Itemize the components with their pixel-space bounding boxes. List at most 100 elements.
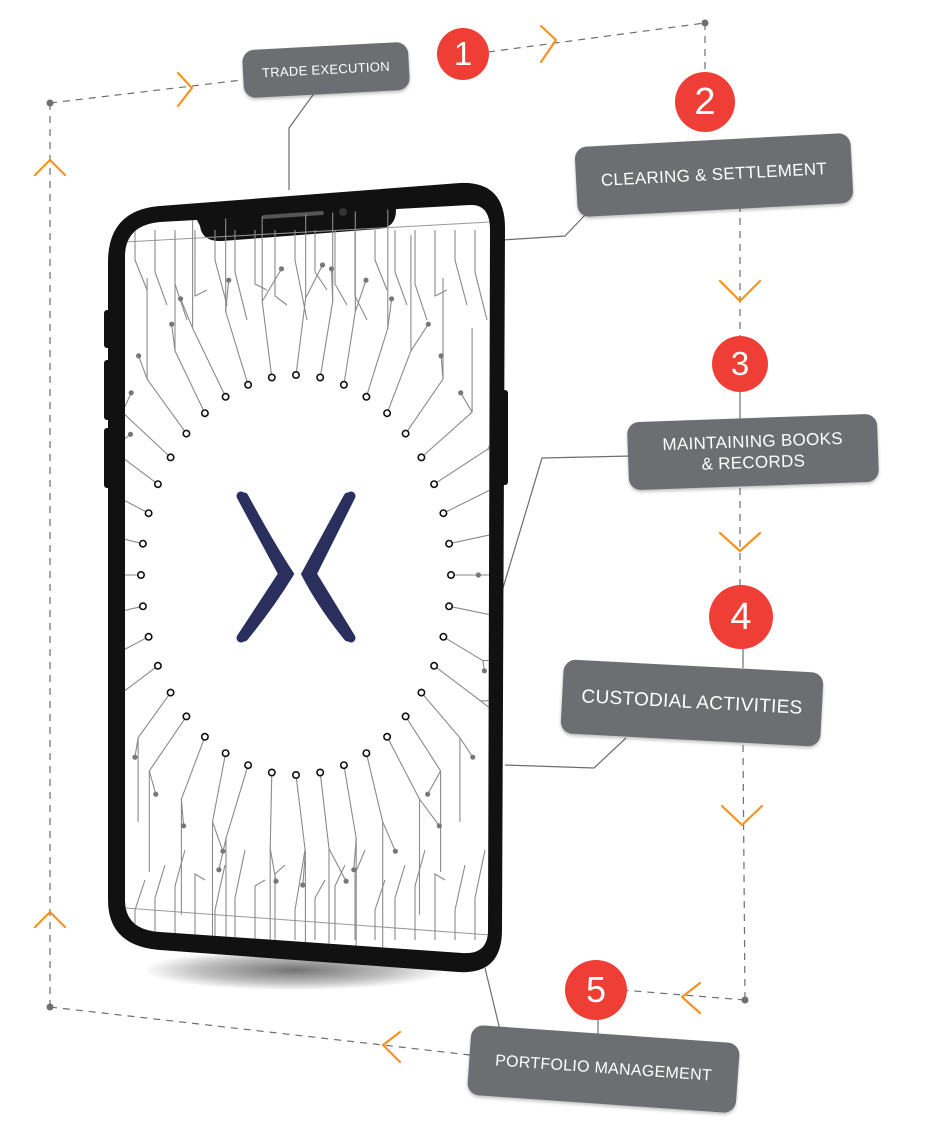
- circuit-trace: [225, 280, 230, 312]
- circuit-trace: [448, 531, 490, 545]
- circuit-dot: [351, 867, 357, 873]
- circuit-node: [166, 688, 175, 697]
- circuit-node: [182, 712, 191, 721]
- circuit-node: [221, 749, 230, 758]
- circuit-trace: [454, 230, 468, 306]
- flow-line-bottom-left: [49, 1006, 471, 1056]
- step-badge-4: 4: [709, 585, 773, 649]
- circuit-node: [138, 602, 147, 611]
- circuit-trace: [294, 230, 308, 321]
- clearing-settlement-label: CLEARING & SETTLEMENT: [574, 132, 854, 218]
- circuit-node: [291, 770, 300, 779]
- circuit-trace: [374, 879, 386, 940]
- circuit-dot: [436, 823, 442, 829]
- circuit-node: [200, 732, 209, 741]
- circuit-trace: [414, 849, 426, 940]
- circuit-trace: [261, 268, 282, 302]
- circuit-trace: [138, 355, 148, 380]
- circuit-dot: [392, 848, 398, 854]
- circuit-trace: [234, 849, 246, 940]
- circuit-trace: [125, 665, 159, 702]
- circuit-dot: [319, 262, 326, 268]
- circuit-node: [316, 768, 325, 777]
- circuit-dot: [86, 621, 91, 626]
- circuit-dot: [458, 390, 464, 396]
- circuit-trace: [180, 799, 185, 826]
- circuit-dot: [425, 321, 431, 327]
- x-logo-icon: [236, 491, 356, 643]
- circuit-trace: [302, 851, 306, 886]
- circuit-node: [362, 749, 371, 758]
- circuit-trace: [454, 864, 466, 940]
- circuit-node: [417, 688, 426, 697]
- circuit-node: [166, 453, 175, 462]
- circuit-trace: [134, 230, 148, 291]
- circuit-trace: [96, 661, 103, 671]
- circuit-node: [267, 373, 276, 382]
- circuit-dot: [475, 572, 481, 578]
- step-badge-5: 5: [565, 960, 627, 1020]
- circuit-trace: [125, 433, 131, 450]
- circuit-trace: [414, 230, 428, 321]
- chevron-arrow-icon: [33, 158, 67, 177]
- circuit-trace: [334, 230, 348, 306]
- circuit-node: [267, 768, 276, 777]
- circuit-trace: [125, 636, 149, 662]
- circuit-trace: [434, 230, 448, 297]
- circuit-node: [244, 761, 253, 770]
- circuit-trace: [354, 280, 367, 312]
- circuit-trace: [419, 798, 440, 827]
- chevron-arrow-icon: [539, 24, 558, 64]
- circuit-trace: [394, 230, 408, 306]
- circuit-trace: [434, 873, 446, 940]
- circuit-trace: [154, 864, 166, 940]
- circuit-dot: [343, 878, 349, 884]
- circuit-trace: [374, 230, 388, 291]
- step-badge-1: 1: [437, 28, 489, 80]
- circuit-trace: [80, 527, 94, 532]
- circuit-trace: [125, 328, 171, 458]
- leader-portfolio: [484, 967, 501, 1031]
- circuit-trace: [274, 864, 286, 940]
- circuit-dot: [98, 477, 103, 482]
- circuit-trace: [214, 230, 228, 306]
- circuit-trace: [218, 838, 227, 870]
- chevron-arrow-icon: [680, 981, 702, 1015]
- circuit-trace: [394, 864, 406, 940]
- circuit-trace: [410, 323, 429, 352]
- circuit-dot: [181, 823, 187, 829]
- circuit-dot: [178, 296, 184, 302]
- circuit-node: [144, 509, 153, 518]
- circuit-node: [430, 661, 439, 670]
- step-badge-2: 2: [675, 72, 735, 132]
- circuit-node: [383, 409, 392, 418]
- circuit-trace: [474, 849, 486, 940]
- leader-clearing: [501, 214, 586, 241]
- circuit-node: [316, 373, 325, 382]
- circuit-trace: [314, 230, 328, 291]
- circuit-node: [383, 732, 392, 741]
- circuit-trace: [214, 864, 226, 940]
- circuit-node: [153, 480, 162, 489]
- books-records-label: MAINTAINING BOOKS & RECORDS: [626, 413, 880, 491]
- circuit-dot: [470, 754, 476, 760]
- flow-line-top-left: [49, 79, 243, 104]
- circuit-dot: [94, 668, 99, 673]
- circuit-node: [153, 661, 162, 670]
- circuit-trace: [474, 230, 488, 321]
- circuit-node: [401, 712, 410, 721]
- circuit-node: [137, 570, 146, 579]
- circuit-node: [445, 539, 454, 548]
- circuit-dot: [300, 882, 306, 888]
- circuit-trace: [254, 230, 268, 291]
- circuit-trace: [234, 230, 248, 321]
- circuit-trace: [194, 873, 206, 940]
- circuit-trace: [354, 849, 366, 940]
- custodial-activities-label: CUSTODIAL ACTIVITIES: [560, 659, 824, 747]
- circuit-dot: [216, 867, 222, 873]
- circuit-dot: [481, 668, 487, 674]
- circuit-dot: [438, 353, 444, 359]
- leader-custodial: [504, 737, 627, 769]
- circuit-dot: [425, 791, 431, 797]
